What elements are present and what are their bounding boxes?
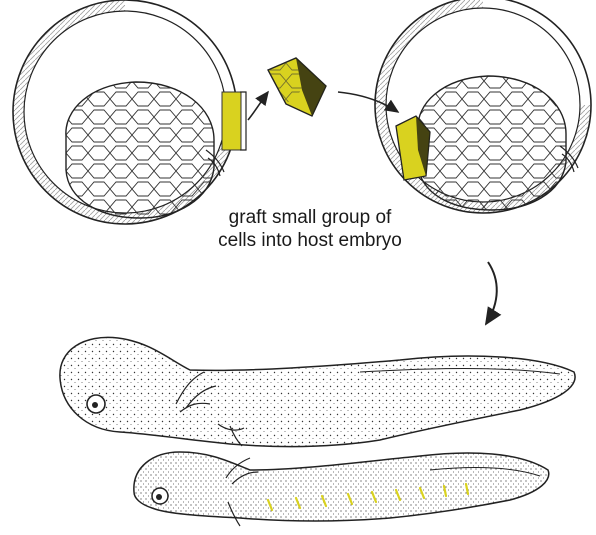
arrow-graft-to-host [338, 92, 398, 112]
arrow-donor-to-graft [248, 92, 268, 120]
lower-larva-body [134, 452, 549, 521]
donor-embryo [13, 0, 246, 224]
donor-graft-region [222, 92, 241, 150]
twinned-larva [60, 337, 575, 526]
lower-larva-pupil [156, 494, 162, 500]
donor-cell-mass [66, 82, 214, 218]
arrow-to-result [486, 262, 497, 324]
upper-larva-body [60, 337, 575, 446]
caption-line-1: graft small group of [190, 206, 430, 229]
host-embryo [375, 0, 591, 213]
excised-graft-piece [268, 58, 326, 116]
graft-caption: graft small group of cells into host emb… [190, 206, 430, 252]
caption-line-2: cells into host embryo [190, 229, 430, 252]
upper-larva-pupil [92, 402, 98, 408]
host-cell-mass [418, 76, 566, 210]
